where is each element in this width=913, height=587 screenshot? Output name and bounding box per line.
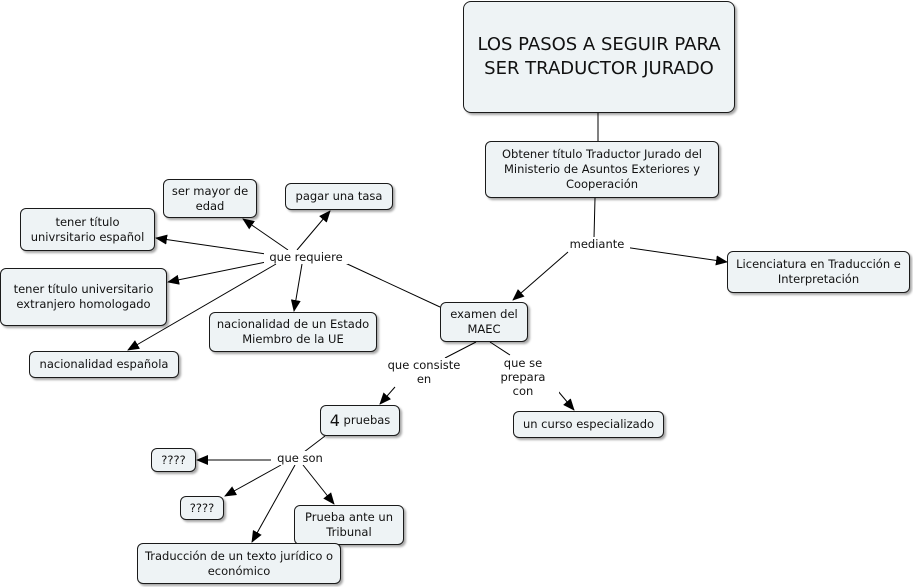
arrow-to-titulo-ext bbox=[167, 261, 267, 285]
node-pagar-tasa: pagar una tasa bbox=[285, 183, 393, 210]
arrow-to-pruebas bbox=[379, 386, 396, 405]
link-label-que-requiere: que requiere bbox=[264, 250, 348, 264]
arrow-to-q2 bbox=[224, 464, 282, 497]
node-prueba-tribunal: Prueba ante un Tribunal bbox=[294, 505, 404, 545]
arrow-to-titulo-es bbox=[155, 234, 267, 255]
node-unknown-1: ???? bbox=[151, 448, 196, 472]
node-licenciatura: Licenciatura en Traducción e Interpretac… bbox=[727, 251, 910, 293]
node-traduccion-texto: Traducción de un texto jurídico o económ… bbox=[137, 543, 341, 584]
connector-examen-consiste bbox=[444, 341, 477, 359]
link-label-que-se-prepara-con: que se prepara con bbox=[487, 356, 559, 398]
connector-pruebas-son bbox=[303, 435, 326, 453]
arrow-to-tribunal bbox=[302, 464, 335, 505]
pruebas-label: pruebas bbox=[343, 413, 391, 427]
node-obtener-titulo: Obtener título Traductor Jurado del Mini… bbox=[485, 141, 719, 198]
node-curso-especializado: un curso especializado bbox=[513, 411, 664, 438]
arrow-to-pagar-tasa bbox=[296, 210, 331, 251]
arrow-to-nac-es bbox=[127, 263, 277, 351]
arrow-to-mayor-edad bbox=[242, 218, 289, 251]
connector-examen-prepara bbox=[489, 341, 511, 356]
title-node: LOS PASOS A SEGUIR PARA SER TRADUCTOR JU… bbox=[463, 1, 735, 113]
arrow-to-nac-ue bbox=[290, 263, 303, 312]
link-label-que-consiste-en: que consiste en bbox=[382, 358, 466, 386]
connector-examen-requiere bbox=[342, 261, 441, 308]
node-nacionalidad-ue: nacionalidad de un Estado Miembro de la … bbox=[209, 312, 377, 352]
link-label-mediante: mediante bbox=[564, 237, 630, 251]
node-4-pruebas: 4 pruebas bbox=[320, 405, 400, 436]
node-mayor-edad: ser mayor de edad bbox=[163, 179, 257, 218]
arrow-to-traduccion bbox=[251, 464, 296, 543]
arrow-to-examen bbox=[512, 251, 569, 301]
arrow-to-licenciatura bbox=[623, 246, 728, 266]
node-examen-maec: examen del MAEC bbox=[440, 302, 528, 342]
link-label-que-son: que son bbox=[271, 451, 329, 465]
node-titulo-extranjero: tener título universitario extranjero ho… bbox=[0, 268, 167, 326]
connector-obtener-mediante bbox=[593, 197, 596, 239]
node-titulo-espanol: tener título univrsitario español bbox=[20, 208, 155, 251]
node-nacionalidad-espanola: nacionalidad española bbox=[29, 351, 179, 378]
pruebas-number: 4 bbox=[329, 411, 340, 430]
node-unknown-2: ???? bbox=[180, 496, 224, 520]
